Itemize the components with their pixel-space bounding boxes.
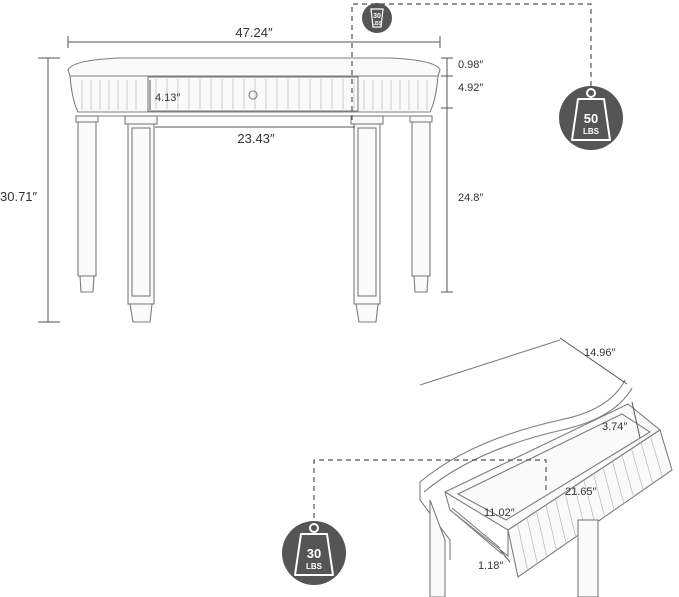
dim-drawer-side: 1.18″	[478, 549, 511, 572]
flute-line	[631, 448, 644, 491]
dim-depth: 14.96″	[559, 337, 628, 385]
dim-leg-height-label: 24.8″	[458, 192, 483, 204]
flute-line	[545, 504, 557, 551]
dim-drawer-side-label: 1.18″	[478, 560, 503, 572]
weight-badge-top: 30 LBS	[362, 3, 392, 33]
weight-badge-table-unit: LBS	[583, 127, 600, 136]
dim-drawer-width-label: 21.65″	[565, 486, 597, 498]
dim-width-total-label: 47.24″	[235, 25, 273, 40]
drawer-perspective-view	[419, 339, 673, 597]
dim-drawer-front: 4.13″	[149, 80, 180, 110]
flute-line	[640, 442, 654, 484]
dim-drawer-width: 21.65″	[565, 486, 597, 498]
weight-badge-drawer: 30 LBS	[282, 521, 346, 585]
dim-total-height-label: 30.71″	[0, 189, 38, 204]
flute-line	[602, 467, 615, 511]
flute-line	[517, 523, 528, 571]
dim-drawer-depth: 3.74″	[602, 401, 641, 439]
dim-drawer-inner-label: 11.02″	[484, 507, 515, 519]
console-table-front-view	[67, 57, 441, 323]
dim-top-thickness-label: 0.98″	[458, 59, 483, 71]
drawer-knob-icon	[248, 90, 258, 100]
flute-line	[564, 492, 577, 537]
dim-total-height: 30.71″	[0, 57, 60, 323]
dim-drawer-front-label: 4.13″	[155, 92, 180, 104]
weight-badge-drawer-value: 30	[307, 546, 321, 561]
leg-back-right	[409, 115, 433, 293]
weight-badge-drawer-unit: LBS	[306, 562, 323, 571]
weight-badge-top-value: 30	[373, 13, 381, 20]
leg-front-left	[124, 115, 158, 323]
dim-depth-label: 14.96″	[584, 347, 616, 359]
flute-line	[536, 511, 548, 558]
flute-line	[555, 498, 567, 544]
dim-drawer-inner: 11.02″	[484, 507, 515, 519]
weight-badge-table: 50 LBS	[559, 86, 623, 150]
leg-front-right	[350, 115, 384, 323]
flute-line	[612, 461, 625, 504]
leg-back-left	[75, 115, 99, 293]
weight-badge-table-value: 50	[584, 111, 598, 126]
flute-line	[650, 436, 663, 477]
dim-apron-height-label: 4.92″	[458, 82, 483, 94]
flute-line	[593, 473, 605, 517]
dim-inner-span-label: 23.43″	[237, 131, 275, 146]
flute-line	[621, 454, 634, 497]
dim-inner-span: 23.43″	[155, 126, 355, 146]
dim-right-heights: 0.98″ 4.92″ 24.8″	[441, 57, 483, 293]
dim-width-total: 47.24″	[67, 25, 441, 48]
flute-line	[583, 479, 596, 524]
flute-line	[526, 517, 538, 564]
dim-drawer-depth-label: 3.74″	[602, 421, 627, 433]
weight-badge-top-unit: LBS	[372, 21, 383, 27]
